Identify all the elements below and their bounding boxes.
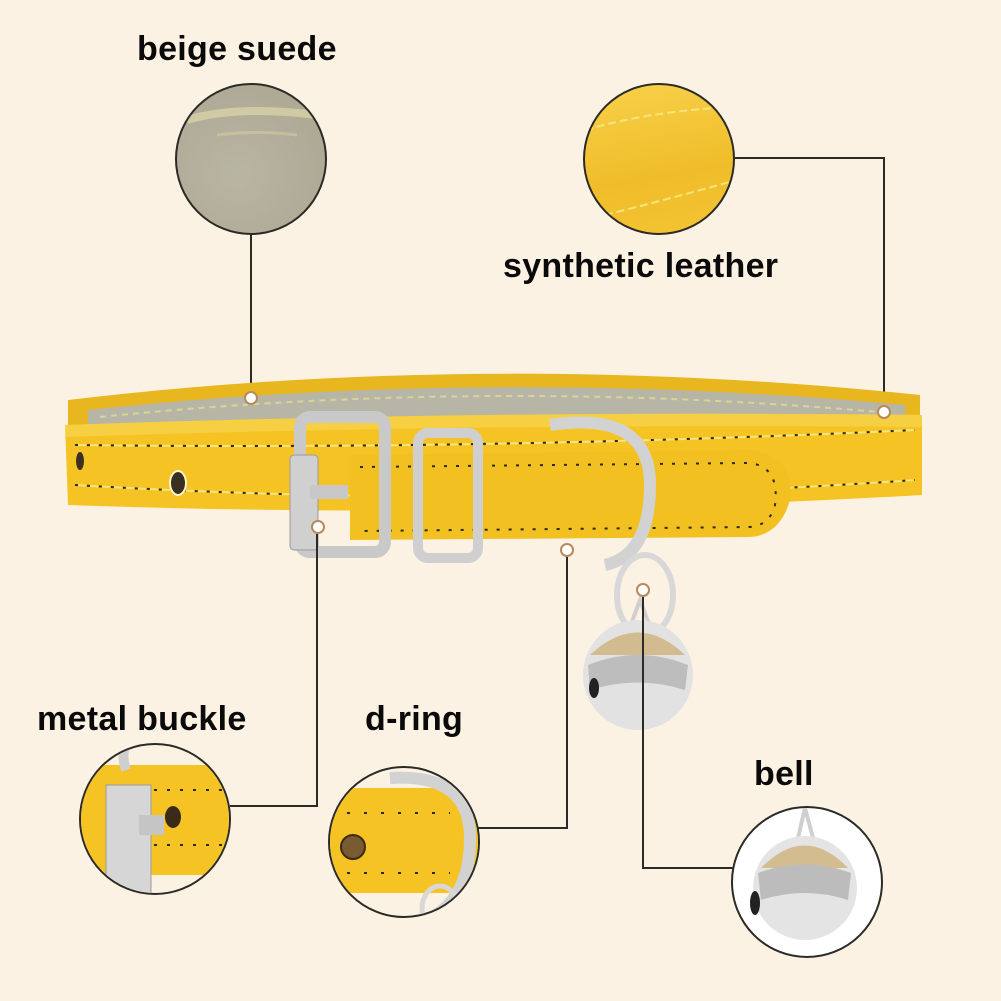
marker-dring <box>560 543 574 557</box>
callout-line-leather-h <box>735 157 885 159</box>
marker-buckle <box>311 520 325 534</box>
stitching-icon <box>585 106 733 216</box>
label-bell: bell <box>754 755 814 793</box>
label-d-ring: d-ring <box>365 700 464 738</box>
label-synthetic-leather: synthetic leather <box>503 247 779 285</box>
callout-line-buckle-v <box>316 534 318 807</box>
suede-texture-icon <box>185 107 318 137</box>
label-metal-buckle: metal buckle <box>37 700 247 738</box>
bell-detail-icon <box>731 806 883 958</box>
cat-collar-photo-icon <box>65 373 922 730</box>
callout-line-leather-v <box>883 157 885 407</box>
yellow-leather-swatch-icon <box>583 83 735 235</box>
callout-line-suede <box>250 235 252 398</box>
marker-bell <box>636 583 650 597</box>
callout-line-buckle-h <box>230 805 318 807</box>
marker-leather <box>877 405 891 419</box>
callout-line-bell-h <box>642 867 734 869</box>
callout-line-bell-v <box>642 597 644 869</box>
d-ring-detail-icon <box>328 766 480 918</box>
metal-buckle-detail-icon <box>79 743 231 895</box>
label-beige-suede: beige suede <box>137 30 337 68</box>
beige-suede-swatch-icon <box>175 83 327 235</box>
marker-suede <box>244 391 258 405</box>
callout-line-dring-h <box>478 827 568 829</box>
callout-line-dring-v <box>566 557 568 829</box>
